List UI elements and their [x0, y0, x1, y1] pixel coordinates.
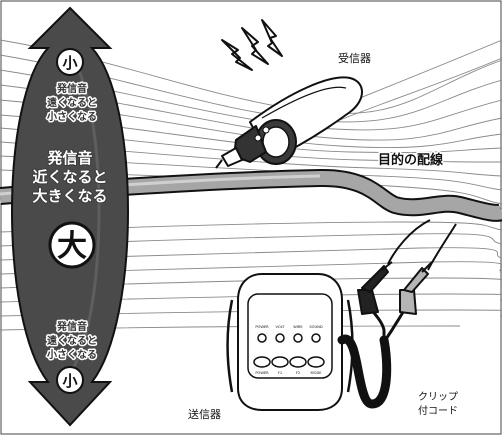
- target-wire-label: 目的の配線: [378, 152, 444, 168]
- clip-cord-label-line-1: クリップ: [418, 391, 458, 403]
- far-bottom-line-3: 小さくなる: [46, 348, 97, 361]
- near-line-3: 大きくなる: [32, 187, 107, 205]
- near-line-1: 発信音: [46, 149, 92, 167]
- far-top-line-3: 小さくなる: [46, 110, 97, 123]
- signal-strength-arrow: [11, 6, 129, 427]
- receiver-icon: [215, 76, 363, 169]
- button-mode-label: MODE: [311, 371, 323, 375]
- transmitter-cord: [337, 334, 392, 409]
- transmitter-label: 送信器: [188, 407, 221, 421]
- transmitter-icon: [226, 273, 354, 411]
- near-text: 発信音 近くなると 大きくなる: [31, 148, 108, 206]
- indicator-sound-label: SOUND: [309, 325, 322, 329]
- small-label-top: 小: [62, 54, 77, 72]
- clip-cord-icon: [357, 219, 457, 343]
- far-top-line-2: 遠くなると: [47, 96, 97, 109]
- button-f1-label: F1: [278, 371, 282, 375]
- far-bottom-line-2: 遠くなると: [47, 334, 97, 347]
- indicator-wire-label: WIRE: [293, 325, 303, 329]
- clip-cord-label-line-2: 付コード: [418, 404, 458, 417]
- signal-bolt-icon: [221, 19, 283, 71]
- button-f2-label: F2: [296, 371, 300, 375]
- transmitter-indicator-labels: POWER VOLT WIRE SOUND: [255, 325, 322, 329]
- small-indicator-bottom: 小: [56, 366, 84, 394]
- far-text-bottom: 発信音 遠くなると 小さくなる: [45, 319, 99, 363]
- near-line-2: 近くなると: [32, 168, 107, 186]
- big-indicator: 大: [48, 221, 96, 269]
- transmitter-button-labels: POWER F1 F2 MODE: [255, 371, 322, 375]
- far-bottom-line-1: 発信音: [56, 320, 87, 333]
- far-top-line-1: 発信音: [56, 82, 87, 95]
- small-label-bottom: 小: [62, 372, 77, 390]
- small-indicator-top: 小: [56, 48, 84, 76]
- button-power-label: POWER: [255, 371, 269, 375]
- receiver-label: 受信器: [338, 52, 371, 65]
- indicator-power-label: POWER: [255, 325, 269, 329]
- far-text-top: 発信音 遠くなると 小さくなる: [45, 81, 99, 125]
- indicator-volt-label: VOLT: [276, 325, 286, 329]
- big-label: 大: [57, 229, 87, 264]
